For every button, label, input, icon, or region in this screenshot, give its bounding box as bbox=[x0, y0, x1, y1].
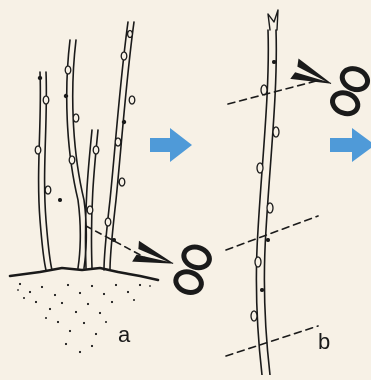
cut-line-a bbox=[86, 226, 146, 258]
panel-label-b: b bbox=[318, 331, 330, 353]
soil bbox=[10, 268, 158, 353]
panel-label-a: a bbox=[118, 324, 130, 346]
scissors-icon bbox=[128, 229, 212, 295]
cut-line-b-1 bbox=[228, 80, 320, 104]
scissors-icon bbox=[286, 47, 371, 117]
arrow-right-icon bbox=[330, 128, 371, 162]
cutting-cane bbox=[251, 10, 279, 375]
panel-a-illustration bbox=[10, 22, 158, 353]
canes bbox=[35, 22, 135, 270]
arrow-right-icon bbox=[150, 128, 192, 162]
cut-line-b-3 bbox=[226, 326, 318, 356]
cut-line-b-2 bbox=[226, 216, 318, 250]
